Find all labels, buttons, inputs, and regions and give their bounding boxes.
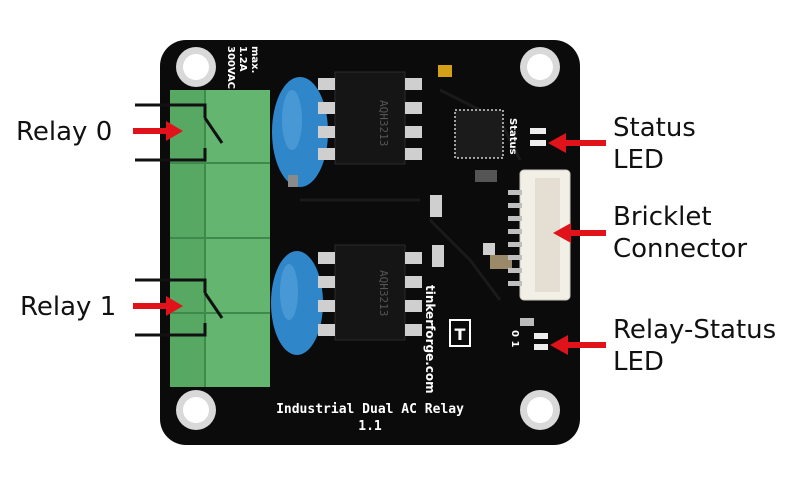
relay-chip-0: AQH3213 bbox=[318, 71, 422, 165]
microcontroller-chip bbox=[454, 109, 504, 159]
label-bricklet-line1: Bricklet bbox=[613, 202, 712, 232]
label-relay-1: Relay 1 bbox=[20, 292, 117, 322]
relay-chip-0-marking: AQH3213 bbox=[377, 100, 390, 146]
capacitor-1 bbox=[271, 251, 323, 355]
label-status-line1: Status bbox=[613, 113, 696, 143]
terminal-block bbox=[170, 90, 270, 387]
relay-0-switch-symbol bbox=[135, 103, 224, 162]
tinkerforge-logo-icon: T bbox=[449, 319, 471, 347]
silk-brand: tinkerforge.com bbox=[423, 285, 437, 394]
label-relay-0: Relay 0 bbox=[16, 117, 113, 147]
mounting-hole-bl bbox=[176, 390, 216, 430]
mounting-hole-tl bbox=[176, 47, 216, 87]
arrow-relay-0-icon bbox=[133, 121, 183, 141]
relay-status-led-part bbox=[534, 333, 548, 350]
silk-led-index: 0 1 bbox=[509, 330, 520, 347]
board-title: Industrial Dual AC Relay bbox=[276, 402, 464, 417]
label-bricklet-line2: Connector bbox=[613, 234, 748, 264]
bricklet-connector-part bbox=[508, 169, 571, 301]
mounting-hole-br bbox=[520, 390, 560, 430]
capacitor-0 bbox=[272, 77, 328, 187]
arrow-relay-status-led-icon bbox=[550, 335, 606, 355]
label-status-line2: LED bbox=[613, 145, 664, 175]
silk-rating-2: 1.2A bbox=[237, 46, 248, 72]
silk-status: Status bbox=[507, 118, 518, 155]
status-led-part bbox=[530, 128, 546, 146]
silk-rating-1: max. bbox=[249, 46, 260, 73]
tinkerforge-logo-text: T bbox=[455, 325, 466, 344]
silk-rating-3: 300VAC bbox=[225, 46, 236, 89]
board-version: 1.1 bbox=[358, 419, 382, 434]
label-relay-status-line2: LED bbox=[613, 347, 664, 377]
arrow-relay-1-icon bbox=[133, 296, 183, 316]
label-relay-status-line1: Relay-Status bbox=[613, 315, 777, 345]
smd-components bbox=[430, 65, 534, 326]
arrow-bricklet-connector-icon bbox=[553, 223, 606, 243]
relay-chip-1: AQH3213 bbox=[318, 244, 422, 341]
mounting-hole-tr bbox=[520, 47, 560, 87]
relay-chip-1-marking: AQH3213 bbox=[377, 270, 390, 316]
relay-1-switch-symbol bbox=[135, 278, 224, 337]
arrow-status-led-icon bbox=[548, 133, 606, 153]
